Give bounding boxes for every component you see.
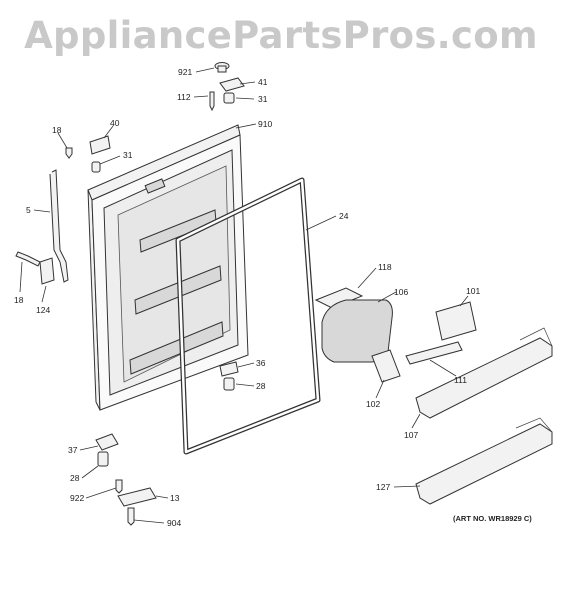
liner-top-clip	[144, 178, 166, 194]
part-28-bottom	[97, 451, 109, 467]
callout-18-top: 18	[52, 125, 62, 135]
callout-28-bottom: 28	[70, 473, 80, 483]
callout-102: 102	[366, 399, 380, 409]
callout-106: 106	[394, 287, 408, 297]
bottom-hinge-parts	[95, 433, 157, 526]
callout-101: 101	[466, 286, 480, 296]
part-112-screw	[209, 91, 215, 112]
door-bins	[314, 287, 553, 505]
top-hinge-parts	[209, 62, 245, 112]
callout-31-left: 31	[123, 150, 133, 160]
part-36	[219, 361, 239, 377]
callout-13: 13	[170, 493, 180, 503]
callout-28-door: 28	[256, 381, 266, 391]
part-127-door-bin	[415, 423, 553, 505]
part-5-bracket	[49, 169, 69, 283]
callout-5: 5	[26, 205, 31, 215]
liner-shelf-3	[129, 321, 224, 375]
door-bottom-parts	[219, 361, 239, 391]
part-18-top	[65, 147, 73, 159]
door-gasket	[175, 177, 321, 455]
leader-lines	[19, 67, 469, 524]
part-28-door	[223, 377, 235, 391]
callout-112: 112	[177, 92, 191, 102]
part-31-top	[223, 92, 235, 104]
callout-41: 41	[258, 77, 268, 87]
callout-118: 118	[378, 262, 392, 272]
part-124	[39, 257, 55, 285]
callout-921: 921	[178, 67, 192, 77]
part-904	[127, 507, 135, 526]
part-922	[115, 479, 123, 494]
callout-127: 127	[376, 482, 390, 492]
door-assembly	[87, 124, 249, 411]
callout-labels: 921 41 112 31 910 18 40 31 5 24 18 124 1…	[14, 67, 532, 528]
callout-910: 910	[258, 119, 272, 129]
part-13	[117, 487, 157, 507]
part-41	[219, 77, 245, 92]
part-111-rail	[405, 341, 463, 365]
callout-904: 904	[167, 518, 181, 528]
left-hinge-parts	[15, 135, 111, 285]
part-40	[89, 135, 111, 155]
callout-111: 111	[454, 375, 467, 385]
part-102-bin-end	[371, 349, 401, 383]
part-18-bottom	[15, 251, 41, 267]
callout-107: 107	[404, 430, 418, 440]
art-number-label: (ART NO. WR18929 C)	[453, 514, 532, 523]
callout-36: 36	[256, 358, 266, 368]
callout-18-bottom: 18	[14, 295, 24, 305]
part-107-door-bin	[415, 337, 553, 419]
callout-37: 37	[68, 445, 78, 455]
callout-40: 40	[110, 118, 120, 128]
part-37	[95, 433, 119, 451]
part-101-end-cap	[435, 301, 477, 341]
part-118-cover	[314, 287, 364, 309]
callout-31-top: 31	[258, 94, 268, 104]
callout-124: 124	[36, 305, 50, 315]
part-31-left	[91, 161, 101, 173]
watermark-text: AppliancePartsPros.com	[24, 14, 538, 57]
callout-24: 24	[339, 211, 349, 221]
callout-922: 922	[70, 493, 84, 503]
